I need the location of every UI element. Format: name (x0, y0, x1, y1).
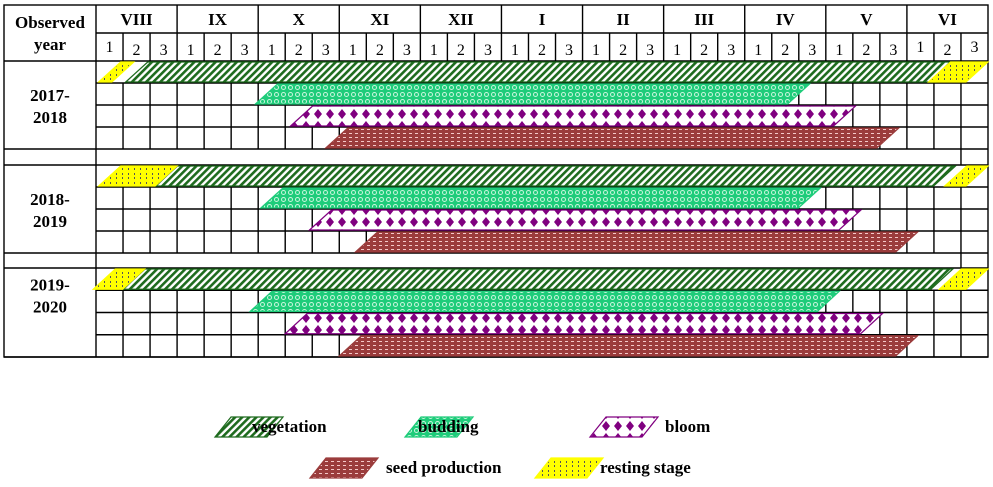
decade-label: 3 (241, 42, 249, 59)
decade-label: 1 (673, 42, 681, 59)
decade-label: 1 (349, 42, 357, 59)
bar-vegetation (153, 165, 958, 187)
legend-swatch-resting-stage (533, 457, 605, 479)
decade-label: 1 (106, 39, 114, 56)
decade-label: 1 (430, 42, 438, 59)
decade-label: 1 (187, 42, 195, 59)
year-label-line1: 2017- (30, 86, 70, 105)
bar-bloom (307, 209, 863, 231)
decade-label: 3 (889, 42, 897, 59)
month-label: XI (370, 10, 389, 29)
decade-label: 3 (727, 42, 735, 59)
decade-label: 2 (214, 42, 222, 59)
bar-budding (248, 290, 841, 313)
decade-label: 1 (835, 42, 843, 59)
bar-budding (259, 187, 822, 209)
decade-label: 1 (754, 42, 762, 59)
legend-label-seed-production: seed production (386, 458, 502, 477)
phase-bars (91, 61, 990, 357)
decade-label: 2 (943, 42, 951, 59)
decade-label: 3 (484, 42, 492, 59)
decade-label: 2 (133, 42, 141, 59)
decade-label: 2 (862, 42, 870, 59)
bar-resting-stage (97, 61, 136, 83)
month-label: III (694, 10, 714, 29)
legend-label-vegetation: vegetation (252, 417, 327, 436)
decade-label: 2 (457, 42, 465, 59)
bar-vegetation (121, 268, 955, 290)
month-label: I (539, 10, 546, 29)
year-label-line2: 2019 (33, 212, 67, 231)
year-label-line2: 2020 (33, 298, 67, 317)
month-label: IX (208, 10, 228, 29)
bar-resting-stage (937, 268, 990, 290)
month-label: V (860, 10, 873, 29)
decade-label: 2 (619, 42, 627, 59)
decade-label: 3 (322, 42, 330, 59)
bar-resting-stage (97, 165, 179, 187)
legend-label-bloom: bloom (665, 417, 710, 436)
month-label: VIII (120, 10, 153, 29)
decade-label: 1 (592, 42, 600, 59)
legend-swatch-budding (403, 416, 475, 438)
month-label: VI (938, 10, 957, 29)
month-label: X (293, 10, 306, 29)
legend: vegetation budding bloom seed production res… (213, 416, 710, 479)
corner-header-line1: Observed (15, 13, 85, 32)
month-label: II (616, 10, 630, 29)
bar-seed-production (324, 127, 901, 149)
bar-vegetation (124, 61, 960, 83)
decade-label: 2 (700, 42, 708, 59)
decade-label: 2 (538, 42, 546, 59)
decade-label: 3 (565, 42, 573, 59)
year-label-line1: 2019- (30, 276, 70, 295)
decade-label: 3 (403, 42, 411, 59)
bar-seed-production (337, 335, 920, 357)
month-label: IV (776, 10, 796, 29)
decade-label: 1 (511, 42, 519, 59)
bar-resting-stage (926, 61, 990, 83)
legend-label-resting-stage: resting stage (600, 458, 691, 477)
bar-resting-stage (91, 268, 147, 290)
decade-label: 3 (970, 39, 978, 56)
decade-label: 3 (646, 42, 654, 59)
bar-budding (253, 83, 812, 105)
decade-label: 2 (295, 42, 303, 59)
decade-label: 1 (916, 39, 924, 56)
corner-header-line2: year (34, 35, 67, 54)
legend-label-budding: budding (418, 417, 479, 436)
legend-swatch-seed-production (308, 457, 380, 479)
bar-bloom (283, 312, 885, 335)
decade-label: 2 (376, 42, 384, 59)
decade-label: 2 (781, 42, 789, 59)
legend-swatch-vegetation (213, 416, 285, 438)
bar-seed-production (353, 231, 920, 253)
decade-label: 3 (808, 42, 816, 59)
decade-label: 1 (268, 42, 276, 59)
decade-label: 3 (160, 42, 168, 59)
bar-resting-stage (943, 165, 990, 187)
year-label-line1: 2018- (30, 190, 70, 209)
bar-bloom (289, 105, 858, 127)
month-label: XII (448, 10, 474, 29)
legend-swatch-bloom (588, 416, 660, 438)
year-label-line2: 2018 (33, 108, 67, 127)
